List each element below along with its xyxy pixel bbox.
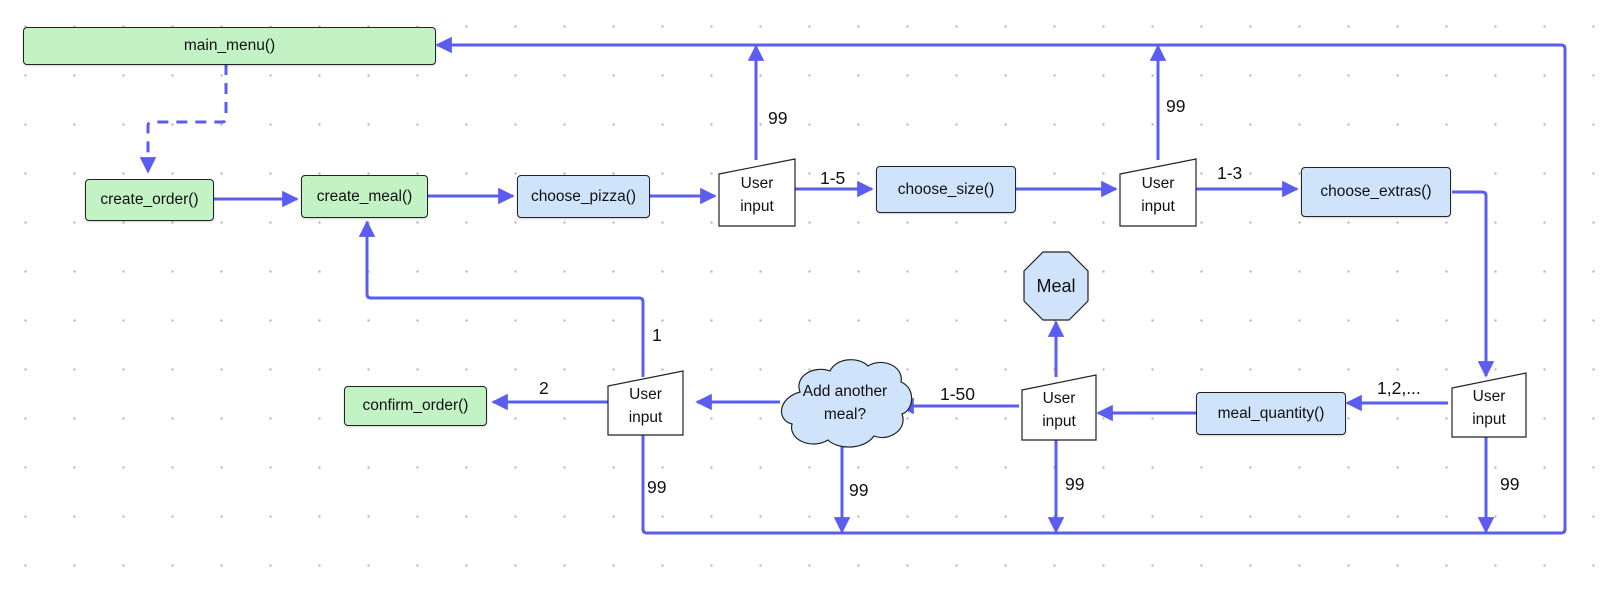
edge-label-add-back: 99: [849, 480, 869, 500]
edge-label-extras-options: 1,2,...: [1377, 378, 1421, 398]
confirm-order-node[interactable]: confirm_order(): [344, 386, 487, 426]
edge-label-confirm-choice: 2: [539, 378, 549, 398]
user-input-shape: [1021, 374, 1097, 441]
user-input-shape: [607, 370, 684, 436]
edge-label-size-back: 99: [1166, 96, 1186, 116]
edge-return-to-main-menu: [435, 36, 1567, 535]
choose-pizza-node[interactable]: choose_pizza(): [517, 175, 650, 218]
user-input-shape: [1119, 158, 1197, 227]
add-another-meal-cloud: [781, 359, 913, 448]
edge-choose-extras-to-input: [1452, 190, 1495, 378]
edge-label-size-range: 1-3: [1217, 163, 1243, 183]
create-meal-node[interactable]: create_meal(): [301, 175, 428, 218]
meal-quantity-node[interactable]: meal_quantity(): [1196, 392, 1346, 435]
user-input-shape: [1451, 372, 1527, 438]
edge-label-pizza-range: 1-5: [820, 168, 846, 188]
meal-octagon: [1023, 251, 1089, 321]
choose-size-node[interactable]: choose_size(): [876, 166, 1016, 213]
user-input-shape: [718, 158, 796, 227]
main-menu-node[interactable]: main_menu(): [23, 27, 436, 65]
edge-repeat-meal: [358, 220, 645, 377]
create-order-node[interactable]: create_order(): [85, 179, 214, 221]
edge-label-pizza-back: 99: [768, 108, 788, 128]
edge-label-quantity-range: 1-50: [940, 384, 976, 404]
edge-label-confirm-back: 99: [647, 477, 667, 497]
edge-label-quantity-back: 99: [1065, 474, 1085, 494]
edge-label-extras-back: 99: [1500, 474, 1520, 494]
edge-main-menu-to-create-order: [139, 64, 228, 174]
choose-extras-node[interactable]: choose_extras(): [1301, 167, 1451, 217]
edge-label-repeat-meal: 1: [652, 325, 662, 345]
